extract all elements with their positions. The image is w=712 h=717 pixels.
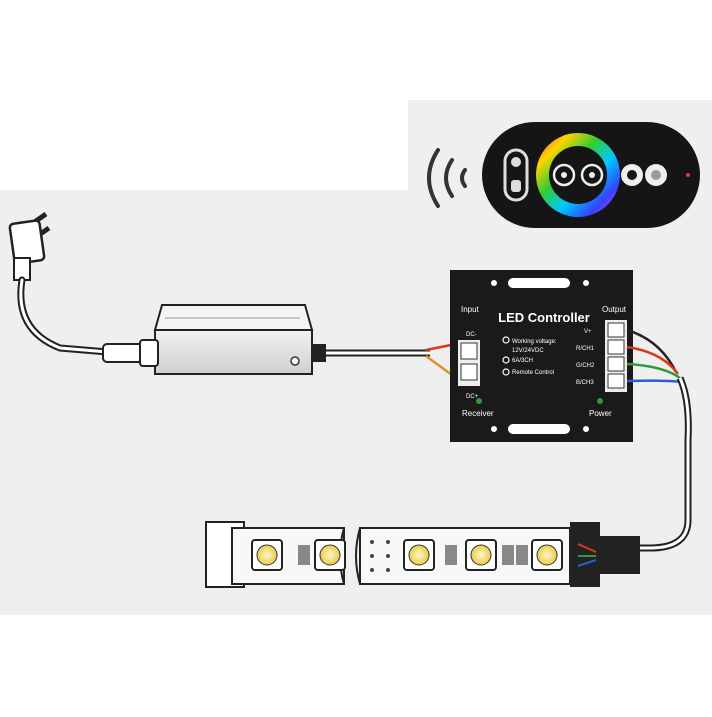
power-label: Power <box>589 409 612 418</box>
out-g-label: G/CH2 <box>576 363 595 369</box>
led-strip <box>205 521 640 588</box>
touch-remote-icon <box>482 122 700 228</box>
spec-voltage-value: 12V/24VDC <box>512 348 544 354</box>
power-plug-icon <box>8 211 51 281</box>
controller-title: LED Controller <box>498 310 590 325</box>
power-supply <box>102 304 326 375</box>
dc-minus-label: DC- <box>466 332 477 338</box>
dc-plus-label: DC+ <box>466 394 479 400</box>
spec-current: 6A/3CH <box>512 358 533 364</box>
out-b-label: B/CH3 <box>576 380 594 386</box>
out-r-label: R/CH1 <box>576 346 595 352</box>
spec-voltage: Working voltage: <box>512 339 557 345</box>
output-label: Output <box>602 305 627 314</box>
led-controller: LED Controller Input Output DC- DC+ Work… <box>450 270 633 442</box>
input-label: Input <box>461 305 480 314</box>
spec-remote: Remote Control <box>512 370 554 376</box>
receiver-label: Receiver <box>462 409 494 418</box>
wireless-signal-icon <box>427 148 467 208</box>
out-vplus-label: V+ <box>584 329 592 335</box>
